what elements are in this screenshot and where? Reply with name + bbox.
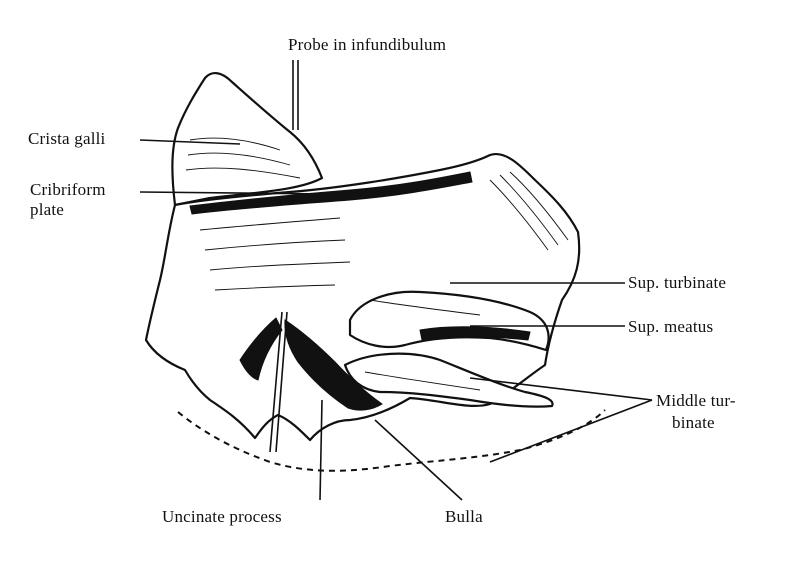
label-cribriform-2: plate [30, 200, 64, 219]
dashed-outline [177, 409, 606, 472]
label-probe: Probe in infundibulum [288, 35, 446, 54]
leader-bulla [374, 419, 463, 501]
label-crista-galli: Crista galli [28, 129, 106, 148]
probe-rod-lower-2 [275, 311, 288, 453]
leader-crista-galli [139, 139, 241, 145]
superior-meatus-shadow [419, 326, 531, 341]
label-sup-meatus: Sup. meatus [628, 317, 713, 336]
leader-cribriform [139, 191, 331, 195]
leader-middle-turbinate-2 [489, 399, 653, 463]
uncinate-cavity-shadow [239, 317, 283, 381]
bone-hatching [185, 137, 569, 396]
leader-uncinate [319, 399, 323, 501]
label-cribriform-1: Cribriform [30, 180, 106, 199]
label-bulla: Bulla [445, 507, 483, 526]
label-uncinate: Uncinate process [162, 507, 282, 526]
probe-rod-lower [269, 311, 283, 453]
label-middle-turbinate-1: Middle tur- [656, 391, 736, 410]
ethmoid-bone-illustration [144, 60, 606, 472]
labels: Probe in infundibulum Crista galli Cribr… [28, 35, 736, 526]
crista-galli-shape [171, 72, 324, 207]
leader-middle-turbinate-1 [469, 377, 653, 401]
middle-turbinate-shape [343, 352, 554, 408]
label-middle-turbinate-2: binate [672, 413, 715, 432]
label-sup-turbinate: Sup. turbinate [628, 273, 726, 292]
bulla-cavity-shadow [284, 319, 383, 411]
leader-lines [139, 139, 653, 501]
